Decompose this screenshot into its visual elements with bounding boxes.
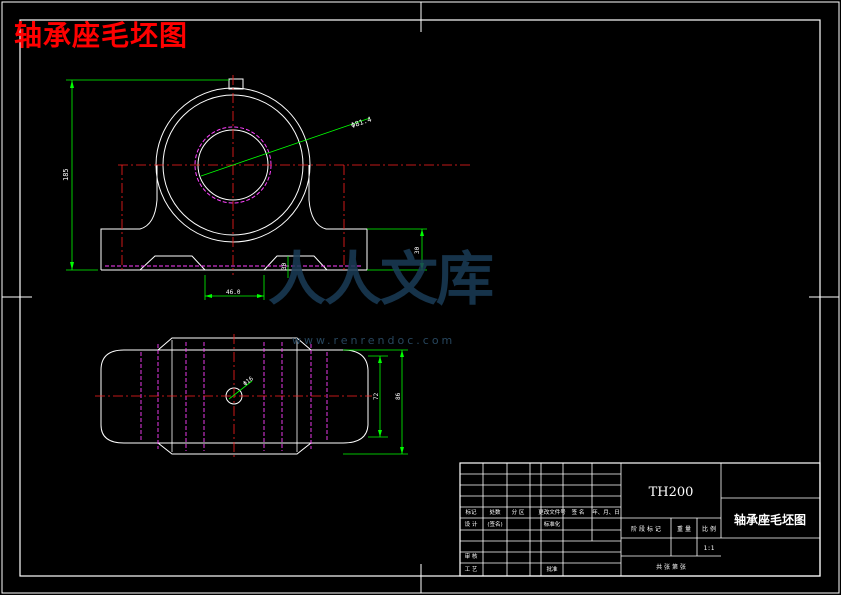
top-view-dimensions <box>228 349 408 455</box>
page-title: 轴承座毛坯图 <box>14 19 189 52</box>
check-label: 审 核 <box>465 552 478 560</box>
header-cell-count: 处数 <box>489 508 501 516</box>
title-block-sheets: 共 张 第 张 <box>656 563 686 571</box>
header-cell-signature: 签 名 <box>572 508 585 516</box>
dim-bore-diameter: Φ81.4 <box>350 115 373 129</box>
header-cell-mark: 标记 <box>465 508 477 516</box>
front-view-dimensions <box>66 79 427 300</box>
watermark-logo: 人人文库 <box>268 245 494 313</box>
design-sign: (签名) <box>487 520 502 528</box>
dim-foot-height: 30 <box>414 246 421 254</box>
title-block-scale-value: 1:1 <box>704 545 715 552</box>
title-block-weight-label: 重 量 <box>677 525 691 533</box>
title-block-labels: 设 计 (签名) 标准化 审 核 工 艺 批准 <box>465 520 561 573</box>
title-block-drawing-name: 轴承座毛坯图 <box>734 512 806 527</box>
dim-base-step: 30 <box>281 262 288 270</box>
front-view-dimension-arrows <box>70 80 424 298</box>
dim-hole-diameter: Φ16 <box>242 375 255 387</box>
title-block-header-row: 标记 处数 分 区 更改文件号 签 名 年、月、日 <box>465 508 619 516</box>
title-block <box>459 462 821 577</box>
title-block-code: TH200 <box>649 485 694 500</box>
header-cell-zone: 分 区 <box>512 508 525 516</box>
watermark-url: www.renrendoc.com <box>292 334 456 347</box>
top-view-centerlines <box>95 334 372 458</box>
front-view-centerlines <box>118 75 470 275</box>
process-label: 工 艺 <box>465 566 478 573</box>
design-label: 设 计 <box>465 520 478 528</box>
dim-height-total: 185 <box>62 168 70 181</box>
top-view-dimension-arrows <box>378 350 404 454</box>
standard-label: 标准化 <box>544 520 561 528</box>
title-block-scale-label: 比 例 <box>702 525 716 533</box>
header-cell-date: 年、月、日 <box>592 508 620 516</box>
top-view-hidden <box>140 342 328 451</box>
title-block-stage-mark: 阶 段 标 记 <box>631 525 661 533</box>
approve-label: 批准 <box>546 565 558 573</box>
dim-bolt-span: 46.0 <box>226 289 241 296</box>
header-cell-change-doc: 更改文件号 <box>538 508 566 516</box>
dim-outer-width: 86 <box>395 392 402 400</box>
dim-inner-width: 72 <box>373 392 380 400</box>
